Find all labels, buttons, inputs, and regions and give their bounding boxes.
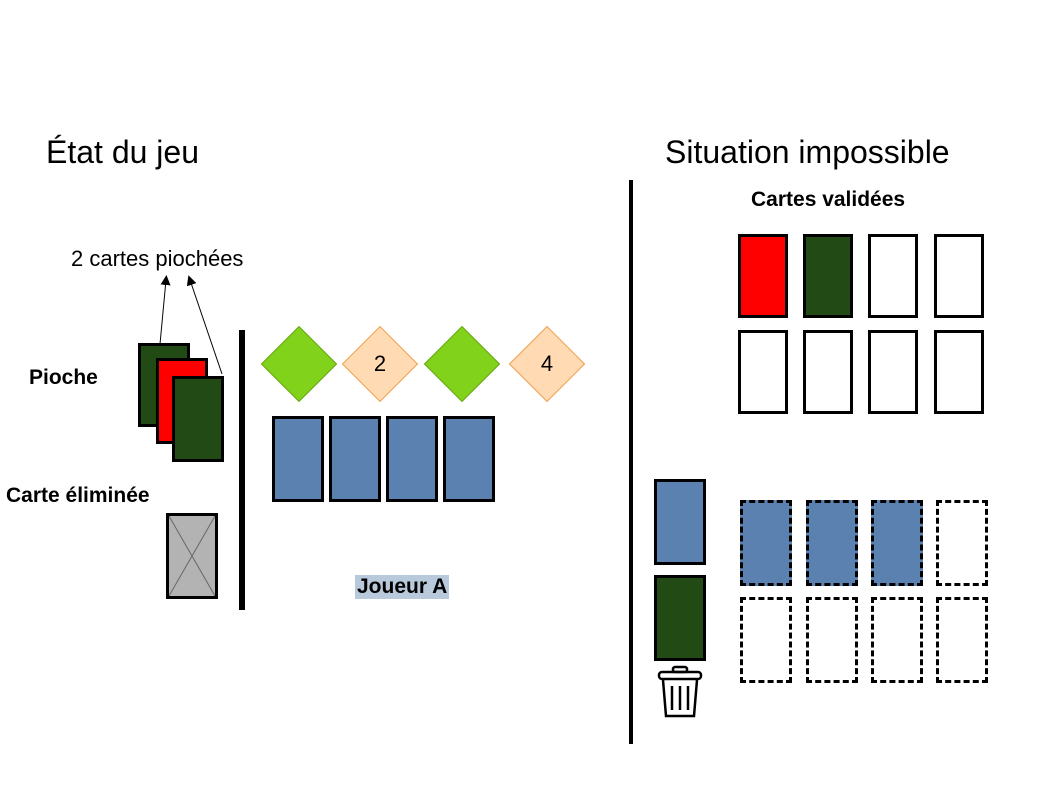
validated-card-empty[interactable]	[934, 234, 984, 318]
clue-number: 2	[373, 351, 387, 376]
pile-label: Pioche	[29, 366, 98, 389]
clue-number: 4	[540, 351, 554, 376]
cross-icon	[169, 516, 215, 596]
discard-label: Carte éliminée	[6, 484, 150, 507]
validated-card-empty[interactable]	[738, 330, 788, 414]
validated-card-empty[interactable]	[868, 234, 918, 318]
lower-card-blue[interactable]	[871, 500, 923, 586]
trash-icon[interactable]	[656, 664, 704, 720]
arrow-line	[159, 275, 171, 345]
clue-diamond-green	[423, 325, 501, 403]
side-card-blue[interactable]	[654, 479, 706, 565]
validated-card-empty[interactable]	[934, 330, 984, 414]
hand-card[interactable]	[386, 416, 438, 502]
lower-card-empty[interactable]	[740, 597, 792, 683]
impossible-title: Situation impossible	[665, 134, 950, 170]
validated-card-red[interactable]	[738, 234, 788, 318]
player-label: Joueur A	[355, 575, 450, 599]
game-state-title: État du jeu	[46, 134, 199, 170]
validated-card-empty[interactable]	[803, 330, 853, 414]
pile-card-green-front[interactable]	[172, 376, 224, 462]
side-card-green[interactable]	[654, 575, 706, 661]
left-divider	[239, 330, 245, 610]
lower-card-blue[interactable]	[806, 500, 858, 586]
validated-card-empty[interactable]	[868, 330, 918, 414]
drawn-cards-label: 2 cartes piochées	[71, 246, 244, 271]
lower-card-empty[interactable]	[936, 597, 988, 683]
right-divider	[629, 180, 633, 744]
clue-diamond-green	[260, 325, 338, 403]
hand-card[interactable]	[443, 416, 495, 502]
validated-card-green[interactable]	[803, 234, 853, 318]
hand-card[interactable]	[272, 416, 324, 502]
discarded-card[interactable]	[166, 513, 218, 599]
lower-card-empty[interactable]	[871, 597, 923, 683]
hand-card[interactable]	[329, 416, 381, 502]
lower-card-blue[interactable]	[740, 500, 792, 586]
validated-label: Cartes validées	[751, 188, 906, 211]
lower-card-empty[interactable]	[936, 500, 988, 586]
lower-card-empty[interactable]	[806, 597, 858, 683]
